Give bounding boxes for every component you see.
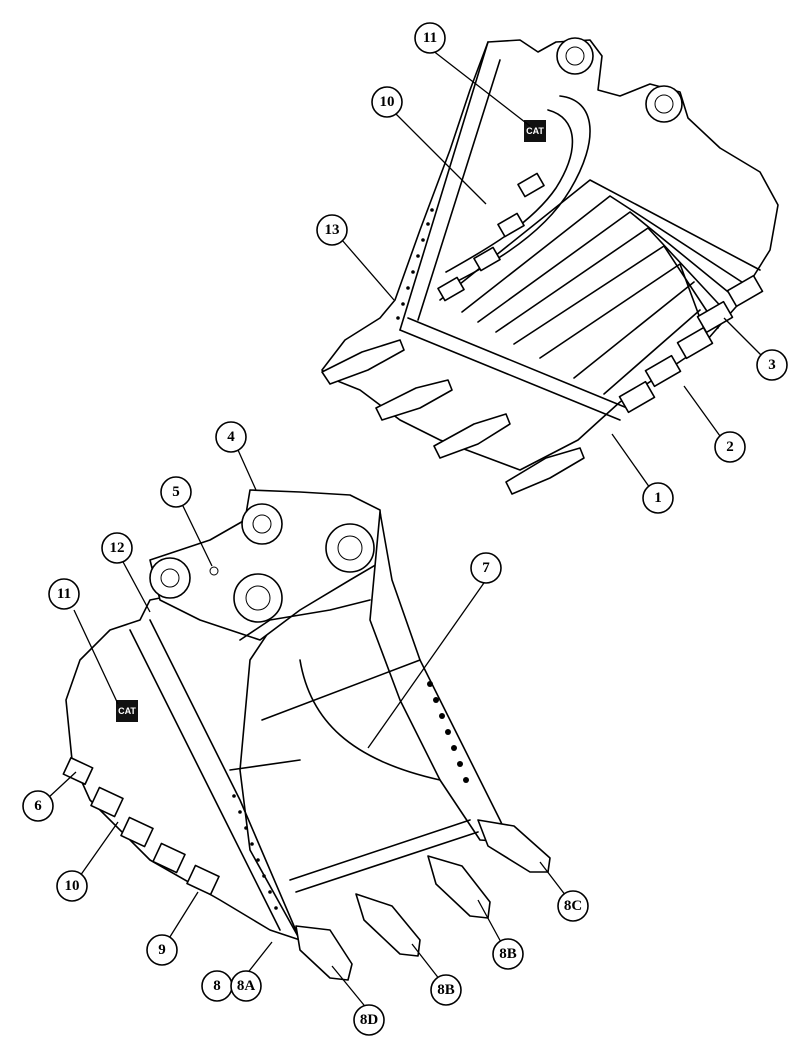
top-bucket-pin-hole-2 (654, 94, 674, 114)
leader-lines (47, 49, 763, 1011)
callout-bot-12: 12 (101, 532, 133, 564)
callout-top-13: 13 (316, 214, 348, 246)
callout-bot-8C: 8C (557, 890, 589, 922)
callout-bot-8D: 8D (353, 1004, 385, 1036)
callout-bot-11: 11 (48, 578, 80, 610)
svg-text:8: 8 (213, 978, 221, 994)
svg-text:9: 9 (158, 942, 166, 958)
svg-text:1: 1 (654, 490, 662, 506)
callout-bot-5: 5 (160, 476, 192, 508)
bottom-bucket-boss-top-left (241, 503, 283, 545)
top-bucket-pin-boss-1 (556, 37, 594, 75)
callout-top-10: 10 (371, 86, 403, 118)
callout-top-3: 3 (756, 349, 788, 381)
svg-text:10: 10 (65, 878, 80, 894)
bottom-bucket-bolt-holes-left (232, 794, 278, 910)
top-bucket-teeth (321, 339, 585, 495)
svg-text:CAT: CAT (526, 126, 544, 136)
bottom-bucket-side-wear (62, 756, 220, 896)
callout-bot-8A: 8A (230, 970, 262, 1002)
callout-top-2: 2 (714, 431, 746, 463)
callout-bot-8B-1: 8B (430, 974, 462, 1006)
svg-text:8C: 8C (564, 898, 582, 914)
top-bucket-cutting-edge (399, 317, 633, 421)
svg-text:11: 11 (57, 586, 71, 602)
svg-text:8A: 8A (237, 978, 256, 994)
bottom-bucket-boss-center (233, 573, 283, 623)
top-bucket-shell-edge-inner (445, 109, 574, 273)
bottom-bucket-boss-top-right (325, 523, 375, 573)
callout-bot-10: 10 (56, 870, 88, 902)
top-bucket-pin-hole-1 (565, 46, 585, 66)
bottom-bucket-cat-logo: CAT (116, 700, 138, 722)
svg-text:6: 6 (34, 798, 42, 814)
bottom-bucket: CAT (62, 489, 551, 981)
svg-text:5: 5 (172, 484, 180, 500)
callout-top-11: 11 (414, 22, 446, 54)
svg-text:8B: 8B (499, 946, 517, 962)
callout-bot-9: 9 (146, 934, 178, 966)
svg-text:8B: 8B (437, 982, 455, 998)
callout-bot-6: 6 (22, 790, 54, 822)
bottom-bucket-small-hole (209, 566, 219, 576)
svg-text:13: 13 (325, 222, 340, 238)
top-bucket-pin-boss-2 (645, 85, 683, 123)
top-bucket: CAT (321, 37, 779, 495)
svg-text:7: 7 (482, 560, 490, 576)
svg-text:11: 11 (423, 30, 437, 46)
svg-text:3: 3 (768, 357, 776, 373)
svg-text:4: 4 (227, 429, 235, 445)
svg-text:10: 10 (380, 94, 395, 110)
top-bucket-side-cutters (437, 172, 764, 414)
callout-bot-4: 4 (215, 421, 247, 453)
bottom-bucket-inner-back (239, 599, 371, 641)
callout-bot-8: 8 (201, 970, 233, 1002)
callout-bot-8B-2: 8B (492, 938, 524, 970)
top-bucket-bolt-holes (396, 208, 434, 320)
callout-top-1: 1 (642, 482, 674, 514)
callouts: 11 10 13 3 2 1 4 5 12 7 11 6 10 9 8 8A 8… (22, 22, 788, 1036)
svg-text:CAT: CAT (118, 706, 136, 716)
svg-text:8D: 8D (360, 1012, 379, 1028)
bottom-bucket-inner-floor (289, 819, 471, 881)
bottom-bucket-inner-curve (299, 659, 441, 781)
top-bucket-side-edge (399, 41, 489, 331)
svg-text:12: 12 (110, 540, 125, 556)
svg-text:2: 2 (726, 439, 734, 455)
bottom-bucket-teeth (295, 819, 551, 981)
callout-bot-7: 7 (470, 552, 502, 584)
bottom-bucket-left-edge (149, 619, 301, 941)
top-bucket-side-edge-2 (417, 59, 501, 321)
bottom-bucket-boss-left (149, 557, 191, 599)
bottom-bucket-bolt-holes-right (427, 681, 469, 783)
